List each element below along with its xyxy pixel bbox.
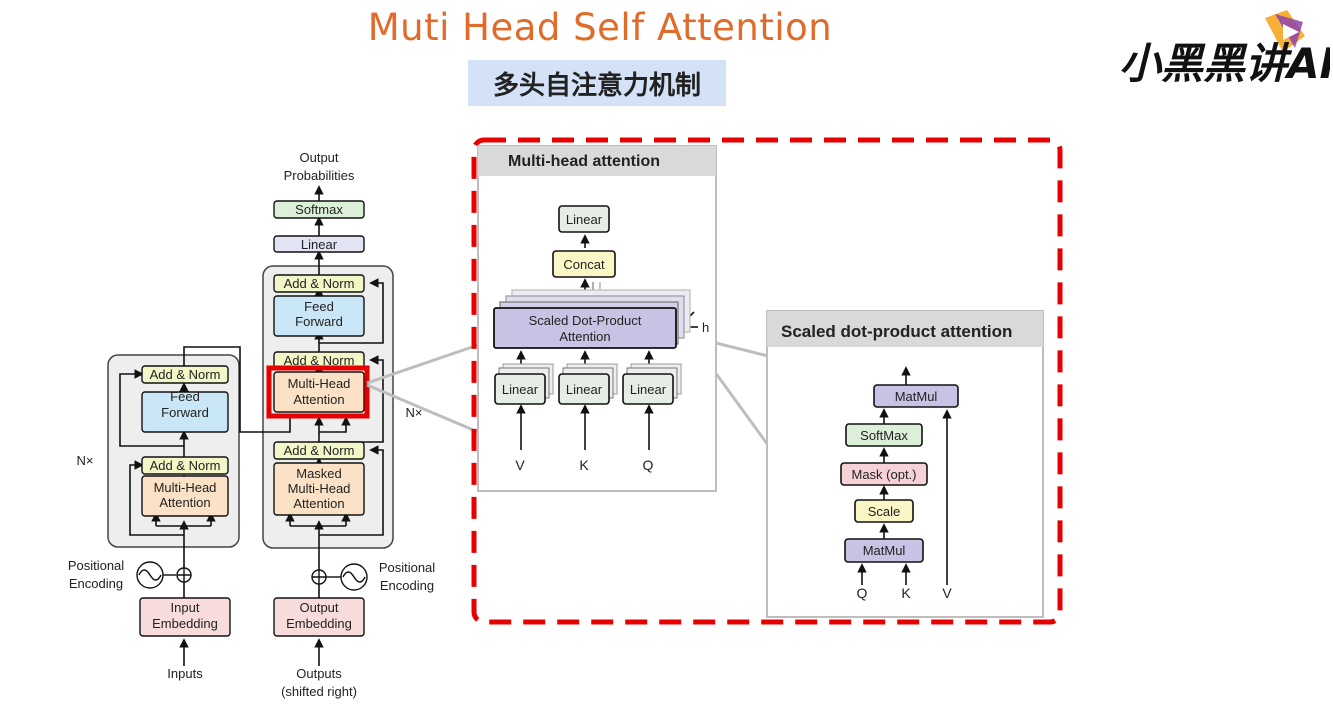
- masked-mha-label-1: Masked: [296, 466, 342, 481]
- linear-k-stack: [558, 363, 618, 405]
- encoder-add-norm-bottom: [141, 456, 229, 475]
- encoder-block: [107, 354, 240, 548]
- decoder-mha-label-2: Attention: [293, 392, 344, 407]
- output-embedding-label-1: Output: [299, 600, 338, 615]
- scale-box: [854, 499, 914, 523]
- encoder-add-norm-top-label: Add & Norm: [150, 367, 221, 382]
- top-linear-label: Linear: [566, 212, 603, 227]
- highlight-box: [266, 365, 370, 419]
- encoder-positional-encoding-label-2: Encoding: [69, 576, 123, 591]
- softmax-label: Softmax: [295, 202, 343, 217]
- page-subtitle: 多头自注意力机制: [468, 60, 726, 106]
- decoder-add-norm-top: [273, 274, 365, 293]
- output-embedding: [273, 597, 365, 637]
- bottom-matmul-box: [844, 538, 924, 563]
- encoder-ff-label-1: Feed: [170, 389, 200, 404]
- decoder-add-norm-bottom-label: Add & Norm: [284, 443, 355, 458]
- outputs-label-1: Outputs: [296, 666, 342, 681]
- sdpa-label-1: Scaled Dot-Product: [529, 313, 642, 328]
- multi-head-header-text: Multi-head attention: [508, 153, 660, 170]
- encoder-positional-encoding-label-1: Positional: [68, 558, 124, 573]
- output-probabilities-label-2: Probabilities: [284, 168, 355, 183]
- multi-head-header: [478, 146, 716, 176]
- encoder-ff-label-2: Forward: [161, 405, 209, 420]
- input-embedding-label-2: Embedding: [152, 616, 218, 631]
- softmax-label-sd: SoftMax: [860, 428, 908, 443]
- linear-q-stack: [622, 363, 682, 405]
- mask-box: [840, 462, 928, 486]
- scale-label: Scale: [868, 504, 901, 519]
- input-v-label: V: [515, 457, 525, 473]
- linear-q-box: [622, 373, 674, 405]
- decoder-add-norm-top-label: Add & Norm: [284, 276, 355, 291]
- encoder-nx-label: N×: [77, 453, 94, 468]
- output-linear: [273, 235, 365, 253]
- scaled-dot-header-text: Scaled dot-product attention: [781, 322, 1012, 341]
- output-embedding-label-2: Embedding: [286, 616, 352, 631]
- decoder-feed-forward: [273, 295, 365, 337]
- linear-k-label: Linear: [566, 382, 603, 397]
- softmax-box: [845, 423, 923, 447]
- logo-text: 小黑黑讲AI: [1119, 39, 1330, 88]
- encoder-feed-forward: [141, 391, 229, 433]
- brand-logo: 小黑黑讲AI: [1119, 10, 1330, 88]
- decoder-ff-label-2: Forward: [295, 314, 343, 329]
- output-probabilities-label-1: Output: [299, 150, 338, 165]
- subtitle-text: 多头自注意力机制: [492, 70, 701, 101]
- transformer-labels: Output Probabilities Softmax Linear Add …: [68, 150, 435, 699]
- decoder-multi-head-attention: [273, 371, 365, 413]
- encoder-mha-label-1: Multi-Head: [154, 480, 217, 495]
- top-matmul-box: [873, 384, 959, 408]
- mask-label: Mask (opt.): [851, 467, 916, 482]
- encoder-add-norm-top: [141, 365, 229, 384]
- decoder-mha-label-1: Multi-Head: [288, 376, 351, 391]
- heads-h-label: h: [702, 320, 709, 335]
- input-k-label: K: [579, 457, 589, 473]
- sd-input-k-label: K: [901, 585, 911, 601]
- encoder-mha-label-2: Attention: [159, 495, 210, 510]
- zoom-frame: [471, 137, 1063, 625]
- transformer-architecture: [107, 185, 394, 666]
- decoder-add-norm-bottom: [273, 441, 365, 460]
- linear-label: Linear: [301, 237, 338, 252]
- outputs-label-2: (shifted right): [281, 684, 357, 699]
- output-softmax: [273, 200, 365, 219]
- masked-mha-label-3: Attention: [293, 496, 344, 511]
- top-matmul-label: MatMul: [895, 389, 938, 404]
- top-linear-box: [558, 205, 610, 233]
- masked-mha-label-2: Multi-Head: [288, 481, 351, 496]
- encoder-multi-head-attention: [141, 475, 229, 517]
- input-embedding-label-1: Input: [171, 600, 200, 615]
- play-logo-icon: [1265, 10, 1305, 52]
- decoder-positional-encoding-label-1: Positional: [379, 560, 435, 575]
- decoder-masked-attention: [273, 462, 365, 516]
- scaled-dot-header: [767, 311, 1043, 347]
- decoder-positional-encoding-label-2: Encoding: [380, 578, 434, 593]
- linear-v-stack: [494, 363, 554, 405]
- sd-input-v-label: V: [942, 585, 952, 601]
- decoder-nx-label: N×: [406, 405, 423, 420]
- decoder-add-norm-mid-label: Add & Norm: [284, 353, 355, 368]
- inputs-label: Inputs: [167, 666, 203, 681]
- linear-k-box: [558, 373, 610, 405]
- sdpa-label-2: Attention: [559, 329, 610, 344]
- linear-v-box: [494, 373, 546, 405]
- concat-box: [552, 250, 616, 278]
- input-embedding: [139, 597, 231, 637]
- linear-v-label: Linear: [502, 382, 539, 397]
- sd-input-q-label: Q: [857, 585, 868, 601]
- input-q-label: Q: [643, 457, 654, 473]
- decoder-ff-label-1: Feed: [304, 299, 334, 314]
- bottom-matmul-label: MatMul: [863, 543, 906, 558]
- page-title: Muti Head Self Attention: [367, 6, 833, 49]
- concat-label: Concat: [563, 257, 605, 272]
- scaled-dot-product-panel: Scaled dot-product attention MatMul Soft…: [766, 310, 1044, 618]
- multi-head-panel: Multi-head attention Scaled Dot-Product …: [477, 145, 717, 492]
- scaled-dot-product-attention-box: [493, 307, 677, 349]
- linear-q-label: Linear: [630, 382, 667, 397]
- encoder-add-norm-bottom-label: Add & Norm: [150, 458, 221, 473]
